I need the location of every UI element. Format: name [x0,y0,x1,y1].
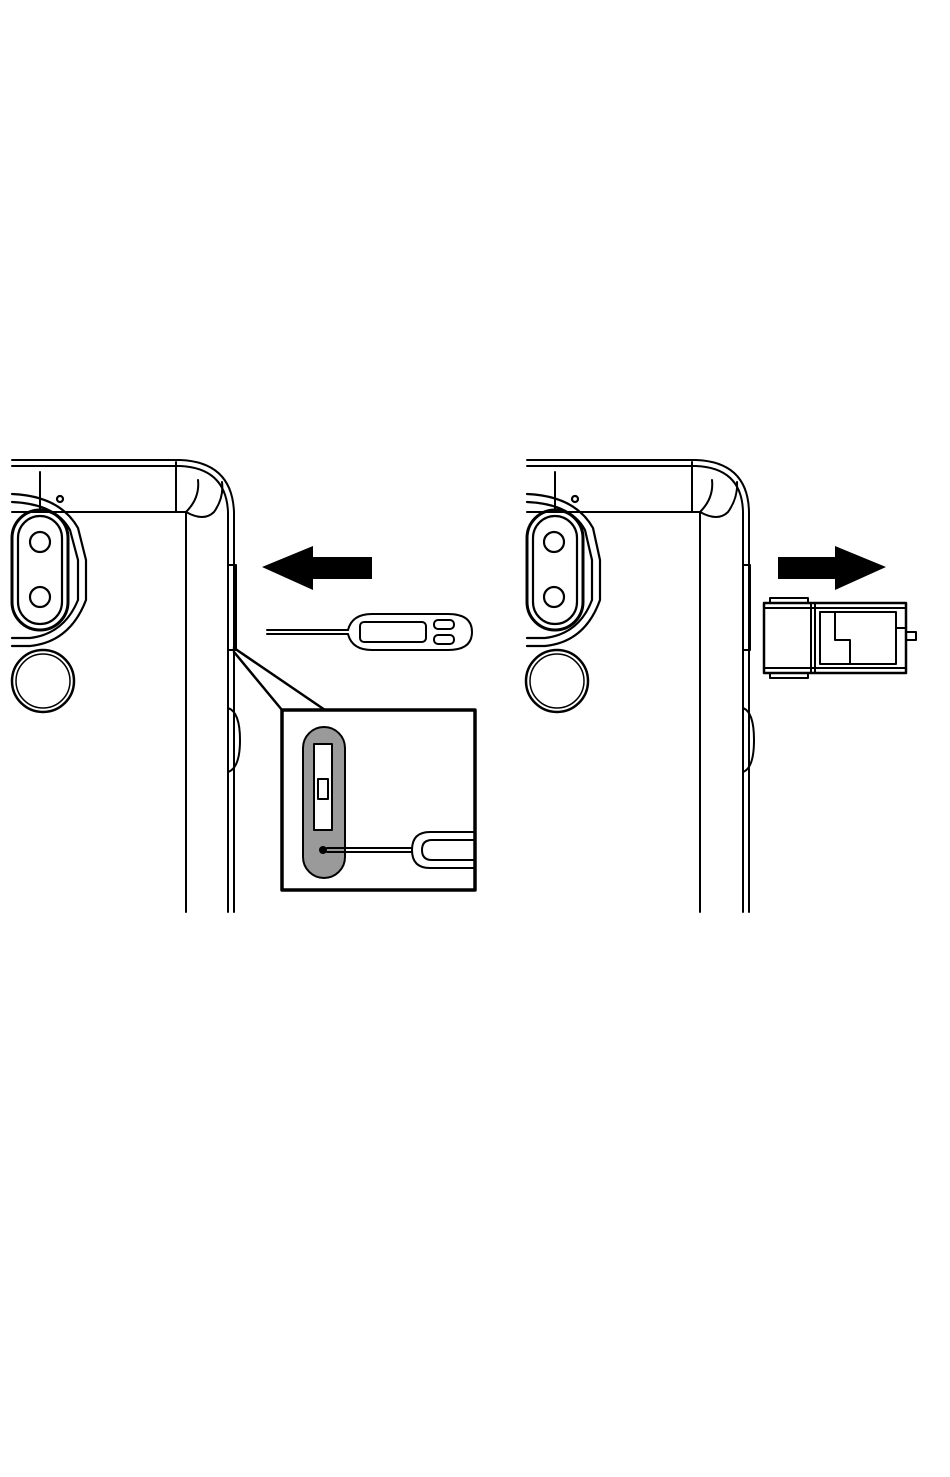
eject-hole-dot [319,846,327,854]
panel-insert-pin [12,460,475,912]
camera-module-icon [527,494,600,646]
fingerprint-sensor-icon [526,650,588,712]
camera-module-icon [12,494,86,646]
arrow-left-icon [262,546,372,590]
sim-tray-icon [764,598,916,678]
arrow-right-icon [778,546,886,590]
callout-leader-lines [234,648,325,710]
phone-body-outline [12,460,234,912]
phone-body-outline [527,460,749,912]
sim-eject-pin-icon [267,614,472,650]
fingerprint-sensor-icon [12,650,74,712]
panel-eject-tray [526,460,916,912]
callout-zoom-box [282,710,475,890]
